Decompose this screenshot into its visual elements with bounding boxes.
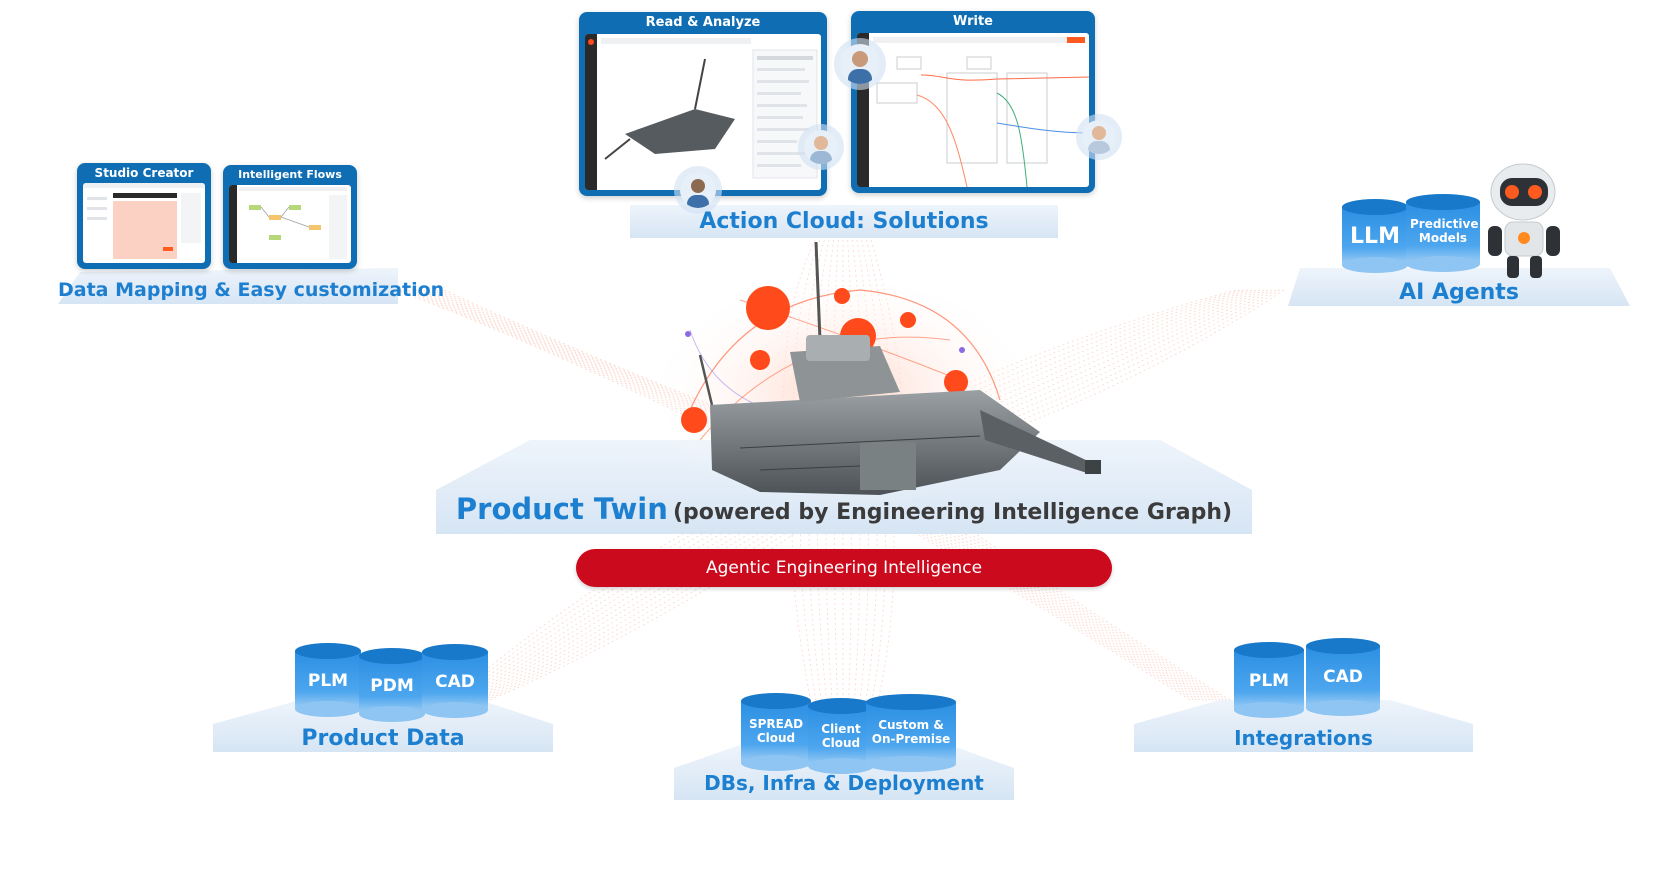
database-cylinder <box>1342 199 1408 273</box>
database-cylinder <box>866 694 956 772</box>
write-window[interactable]: Write <box>851 11 1095 193</box>
plm-label: PLM <box>307 671 349 691</box>
graph-node <box>681 407 707 433</box>
database-cylinder <box>295 643 361 717</box>
window-title: Write <box>952 14 993 29</box>
flow-line <box>810 289 1245 471</box>
llm-label: LLM <box>1350 224 1400 249</box>
graph-node <box>959 347 965 353</box>
platform-action-cloud <box>630 205 1058 238</box>
product-twin-title: Product Twin <box>455 492 668 526</box>
robot-agent-icon <box>1488 163 1560 278</box>
user-avatar <box>804 130 838 164</box>
read-analyze-window[interactable]: Read & Analyze <box>579 12 827 196</box>
intelligent-flows-window[interactable]: Intelligent Flows <box>223 165 357 269</box>
platform-integrations <box>1134 700 1473 752</box>
client-cloud-label: Client Cloud <box>821 722 861 750</box>
user-avatar <box>1082 120 1116 154</box>
product-data-databases <box>295 643 488 722</box>
product-twin-subtitle: (powered by Engineering Intelligence Gra… <box>673 500 1233 525</box>
cad-label: CAD <box>1323 667 1363 687</box>
data-mapping-label: Data Mapping & Easy customization <box>58 279 445 301</box>
database-cylinder <box>741 693 811 771</box>
custom-on-premise-label: Custom & On-Premise <box>871 718 951 746</box>
agentic-intelligence-bar: Agentic Engineering Intelligence <box>576 549 1112 587</box>
graph-node <box>900 312 916 328</box>
integration-databases <box>1234 638 1380 718</box>
product-twin-heading: Product Twin (powered by Engineering Int… <box>436 492 1252 526</box>
database-cylinder <box>359 648 425 722</box>
database-cylinder <box>1234 642 1304 718</box>
product-data-label: Product Data <box>301 726 465 751</box>
studio-creator-window[interactable]: Studio Creator <box>77 163 211 269</box>
ai-agent-databases <box>1342 194 1480 273</box>
platform-ai-agents <box>1288 268 1630 306</box>
flow-line <box>407 289 820 471</box>
window-title: Read & Analyze <box>645 15 761 30</box>
window-screenshot <box>585 34 821 190</box>
window-screenshot <box>229 185 351 263</box>
plm-label: PLM <box>1248 671 1290 691</box>
flow-line <box>856 469 1217 701</box>
database-cylinder <box>1306 638 1380 716</box>
vehicle-model-icon <box>698 241 1101 495</box>
flow-line <box>876 469 1227 701</box>
flow-line <box>449 469 804 701</box>
flow-line <box>411 289 828 471</box>
action-cloud-label: Action Cloud: Solutions <box>699 209 989 234</box>
app-preview-image <box>585 34 818 190</box>
cad-label: CAD <box>435 672 475 692</box>
graph-node <box>944 370 968 394</box>
flows-preview-image <box>229 185 347 263</box>
infra-databases <box>741 693 956 774</box>
studio-preview-image <box>83 183 205 259</box>
flow-line <box>476 469 857 701</box>
graph-node <box>834 288 850 304</box>
database-cylinder <box>808 698 874 774</box>
flow-line <box>415 289 836 471</box>
platform-data-mapping <box>58 268 398 304</box>
window-screenshot <box>857 33 1089 187</box>
graph-node <box>685 331 691 337</box>
window-title: Intelligent Flows <box>238 168 342 181</box>
ai-agents-label: AI Agents <box>1399 280 1519 305</box>
pdm-label: PDM <box>370 676 414 696</box>
flow-line <box>850 289 1265 471</box>
flow-line <box>890 289 1285 471</box>
flow-line <box>439 289 884 471</box>
flow-line <box>812 239 830 471</box>
spread-cloud-label: SPREAD Cloud <box>748 717 804 745</box>
dbs-infra-label: DBs, Infra & Deployment <box>704 771 984 795</box>
flow-editor-preview-image <box>857 33 1089 187</box>
flow-line <box>874 289 1277 471</box>
database-cylinder <box>422 644 488 718</box>
integrations-label: Integrations <box>1234 726 1373 750</box>
flow-line <box>850 469 861 741</box>
flow-line <box>842 289 1261 471</box>
window-screenshot <box>83 183 205 263</box>
predictive-models-label: Predictive Models <box>1410 217 1479 245</box>
flow-line <box>862 469 1221 701</box>
user-avatar <box>840 44 880 84</box>
window-title: Studio Creator <box>94 166 194 180</box>
graph-node <box>746 286 790 330</box>
database-cylinder <box>1406 194 1480 272</box>
graph-node <box>750 350 770 370</box>
user-avatar <box>680 172 716 208</box>
